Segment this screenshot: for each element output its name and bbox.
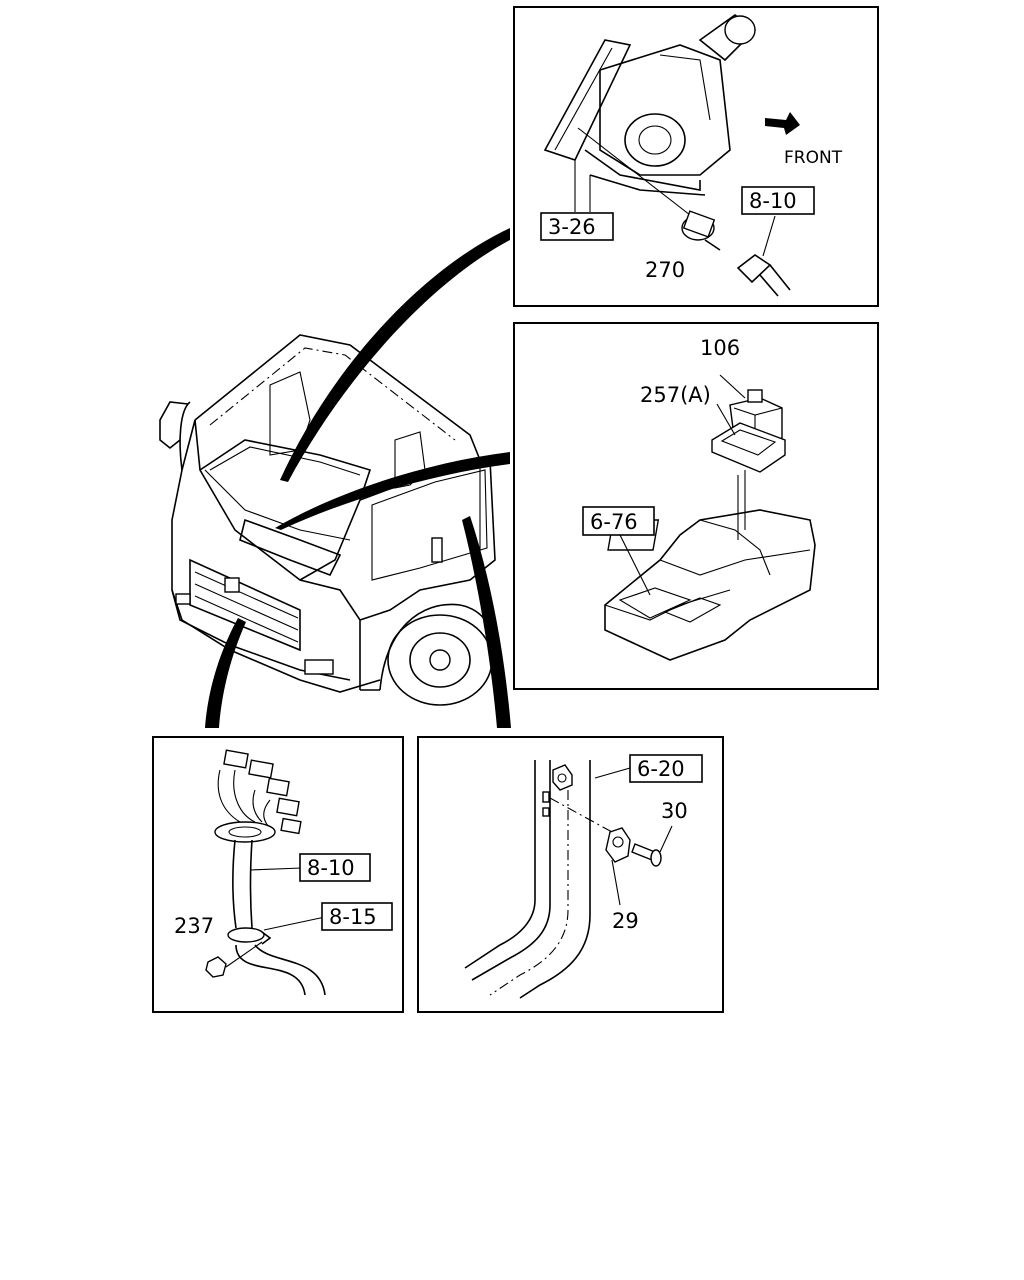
ref-8-15-label: 8-15 [329, 905, 377, 929]
part-270-label: 270 [645, 258, 685, 282]
panel-door-frame: 6-20 30 29 [417, 736, 724, 1013]
front-label: FRONT [784, 148, 843, 168]
leader-sweeps [205, 228, 511, 728]
part-257a-label: 257(A) [640, 383, 711, 407]
ref-6-76-label: 6-76 [590, 510, 638, 534]
ref-6-20-label: 6-20 [637, 757, 685, 781]
ref-8-10-label: 8-10 [749, 189, 797, 213]
part-30-label: 30 [661, 799, 688, 823]
part-29-label: 29 [612, 909, 639, 933]
ref-8-10-harness-label: 8-10 [307, 856, 355, 880]
panel-top-pressure-switch: 3-26 8-10 270 FRONT [513, 6, 879, 307]
panel-console-switch: 106 257(A) 6-76 [513, 322, 879, 690]
ref-3-26-label: 3-26 [548, 215, 596, 239]
part-237-label: 237 [174, 914, 214, 938]
truck-cab-illustration [159, 334, 496, 706]
panel-harness: 8-10 8-15 237 [152, 736, 404, 1013]
part-106-label: 106 [700, 336, 740, 360]
